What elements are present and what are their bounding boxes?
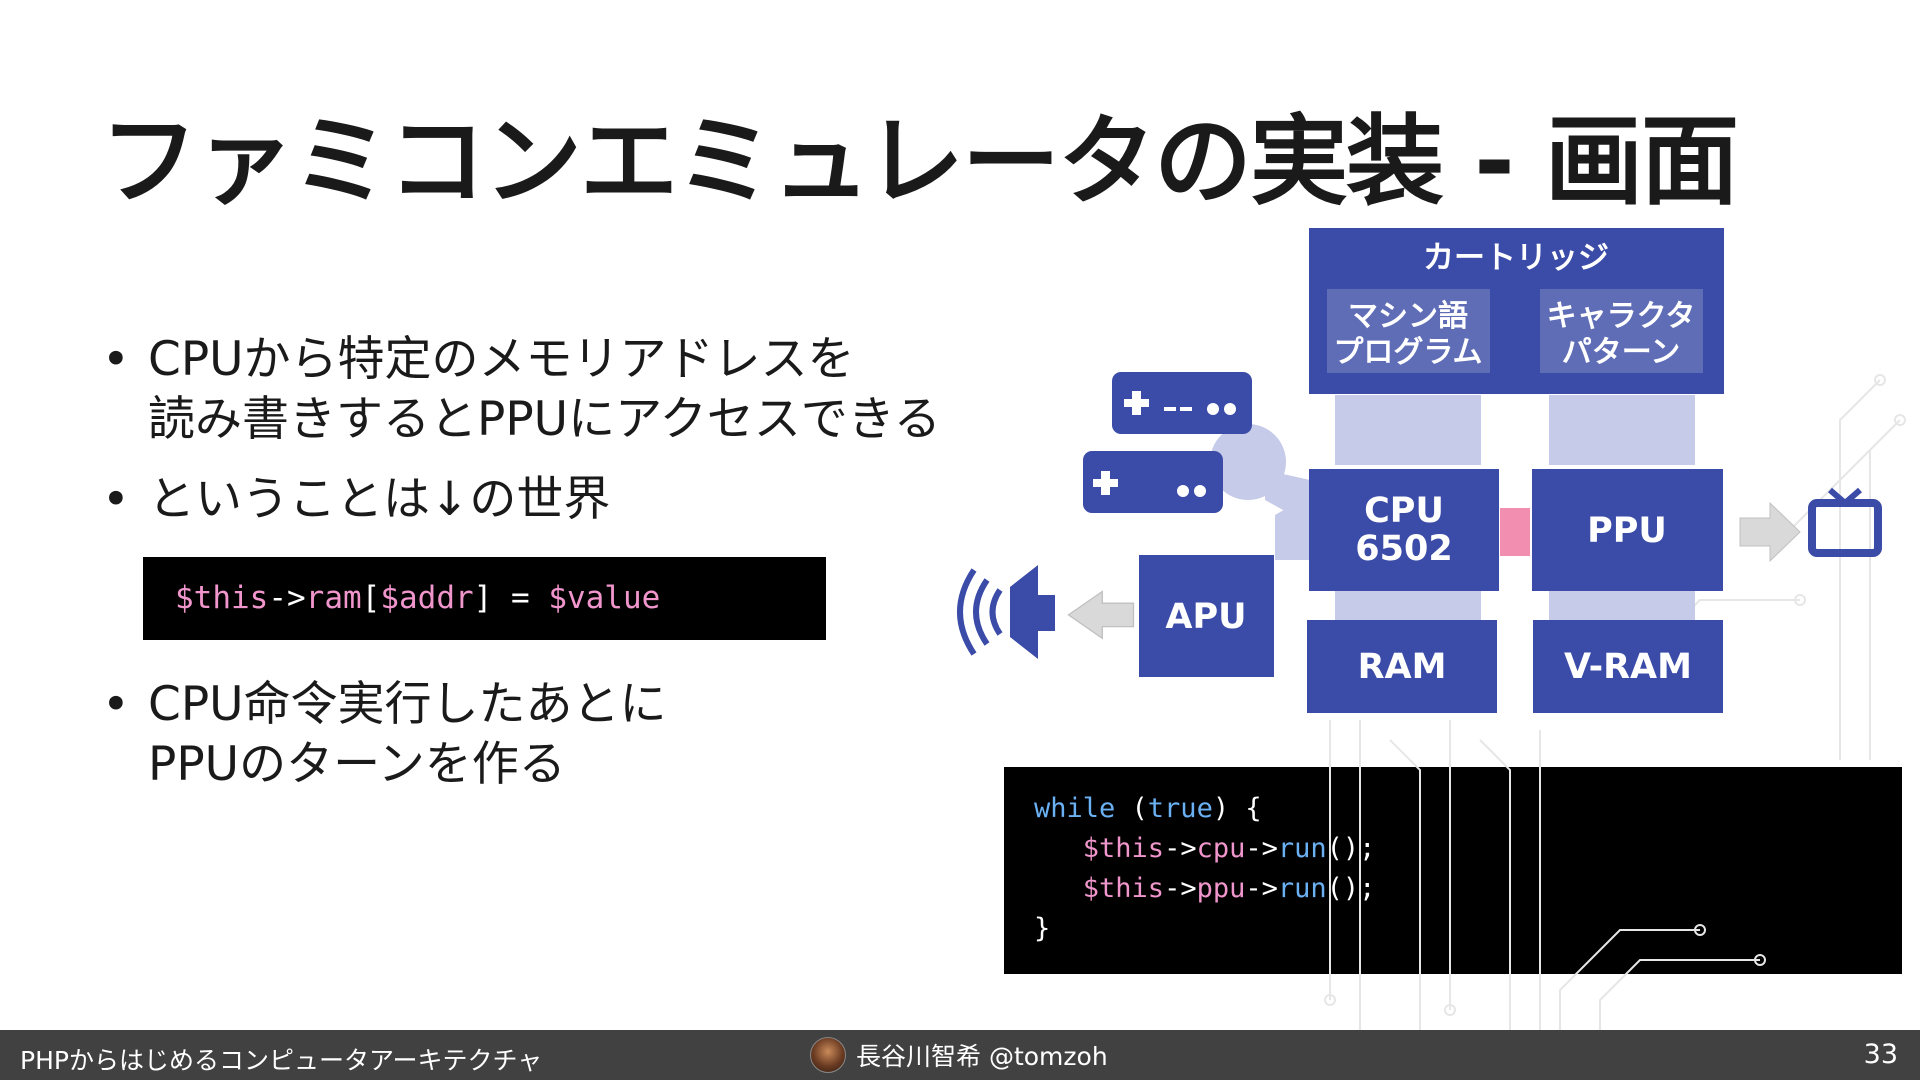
code-token: $this	[1082, 873, 1165, 904]
code-line: $this->cpu->run();	[1034, 829, 1376, 869]
footer-deck-title: PHPからはじめるコンピュータアーキテクチャ	[20, 1046, 543, 1075]
bullet-item: • ということは↓の世界	[100, 470, 960, 530]
cartridge-ppu-bus	[1549, 395, 1695, 465]
bullet-line: CPUから特定のメモリアドレスを	[148, 332, 855, 387]
footer-bar: PHPからはじめるコンピュータアーキテクチャ 長谷川智希 @tomzoh 33	[0, 1030, 1920, 1080]
bullet-marker: •	[102, 677, 130, 732]
bullet-item: • CPU命令実行したあとに PPUのターンを作る	[100, 675, 960, 795]
controller-joint	[1210, 424, 1286, 500]
vram-block	[1533, 620, 1723, 713]
footer-author-name: 長谷川智希 @tomzoh	[856, 1042, 1108, 1071]
apu-cpu-bus	[1275, 495, 1310, 560]
code-token: ->	[268, 580, 306, 616]
code-line: }	[1034, 909, 1375, 949]
code-token: ->	[1245, 873, 1278, 904]
code-token: ] =	[473, 580, 549, 616]
character-label-line: パターン	[1562, 335, 1681, 370]
bullet-line: 読み書きするとPPUにアクセスできる	[148, 392, 941, 447]
arrow-right-icon	[1739, 501, 1801, 563]
code-token: cpu	[1196, 833, 1246, 864]
code-token: (	[1115, 793, 1148, 824]
code-indent	[1034, 833, 1083, 864]
ppu-label: PPU	[1587, 511, 1667, 551]
apu-block	[1139, 555, 1274, 677]
program-block	[1327, 289, 1490, 373]
cpu-ram-bus	[1335, 590, 1481, 620]
code-token: ram	[305, 580, 362, 616]
cpu-label-line: 6502	[1355, 529, 1452, 569]
code-token: $addr	[380, 580, 474, 616]
code-token: }	[1034, 913, 1051, 944]
bullet-marker: •	[102, 332, 130, 387]
controller-icon	[1112, 372, 1252, 434]
slide-title: ファミコンエミュレータの実装 - 画面	[100, 105, 1739, 219]
ram-label: RAM	[1358, 647, 1447, 687]
avatar	[810, 1037, 846, 1073]
code-token: $this	[175, 580, 269, 616]
cpu-ppu-bridge	[1500, 508, 1530, 556]
code-line: $this->ppu->run();	[1034, 869, 1376, 909]
code-block-main-loop: while (true) { $this->cpu->run(); $this-…	[1004, 767, 1902, 974]
bullet-item: • CPUから特定のメモリアドレスを 読み書きするとPPUにアクセスできる	[100, 330, 960, 450]
code-token: [	[361, 580, 381, 616]
code-token: ();	[1326, 873, 1376, 904]
program-label-line: プログラム	[1333, 335, 1482, 370]
code-token: ppu	[1196, 873, 1246, 904]
code-token: ->	[1245, 833, 1278, 864]
bullet-line: CPU命令実行したあとに	[148, 677, 667, 732]
bullet-marker: •	[102, 472, 130, 527]
code-token: $value	[548, 580, 661, 616]
bullet-line: ということは↓の世界	[148, 472, 611, 527]
program-label-line: マシン語	[1348, 299, 1468, 334]
code-indent	[1034, 873, 1083, 904]
code-token: ) {	[1212, 793, 1262, 824]
code-token: while	[1034, 793, 1116, 824]
cartridge-cpu-bus	[1335, 395, 1481, 465]
vram-label: V-RAM	[1564, 647, 1692, 687]
code-line: while (true) {	[1034, 789, 1375, 829]
apu-label: APU	[1165, 597, 1246, 637]
code-token: $this	[1082, 833, 1165, 864]
code-token: ->	[1164, 873, 1197, 904]
cartridge-label: カートリッジ	[1423, 240, 1609, 276]
code-line: $this->ram[$addr] = $value	[175, 580, 660, 616]
cpu-block	[1309, 469, 1499, 591]
ram-block	[1307, 620, 1497, 713]
ppu-vram-bus	[1549, 590, 1695, 620]
arrow-left-icon	[1067, 590, 1135, 640]
tv-icon	[1808, 487, 1882, 557]
controller-icon	[1083, 451, 1223, 513]
ppu-block	[1532, 469, 1723, 591]
code-token: run	[1277, 833, 1327, 864]
bullet-line: PPUのターンを作る	[148, 737, 566, 792]
cartridge-block	[1309, 228, 1724, 394]
code-block-ram-write: $this->ram[$addr] = $value	[143, 557, 826, 640]
character-block	[1540, 289, 1703, 373]
cpu-label-line: CPU	[1364, 491, 1444, 531]
controller-cpu-bus	[1265, 470, 1310, 525]
code-token: ();	[1326, 833, 1376, 864]
bus-connectors	[1210, 395, 1695, 620]
code-token: true	[1147, 793, 1213, 824]
speaker-icon	[957, 565, 1055, 659]
bullet-list: • CPUから特定のメモリアドレスを 読み書きするとPPUにアクセスできる • …	[100, 330, 960, 795]
character-label-line: キャラクタ	[1547, 299, 1696, 334]
code-token: ->	[1164, 833, 1197, 864]
footer-author: 長谷川智希 @tomzoh	[810, 1037, 1108, 1073]
code-token: run	[1277, 873, 1327, 904]
page-number: 33	[1863, 1039, 1898, 1070]
